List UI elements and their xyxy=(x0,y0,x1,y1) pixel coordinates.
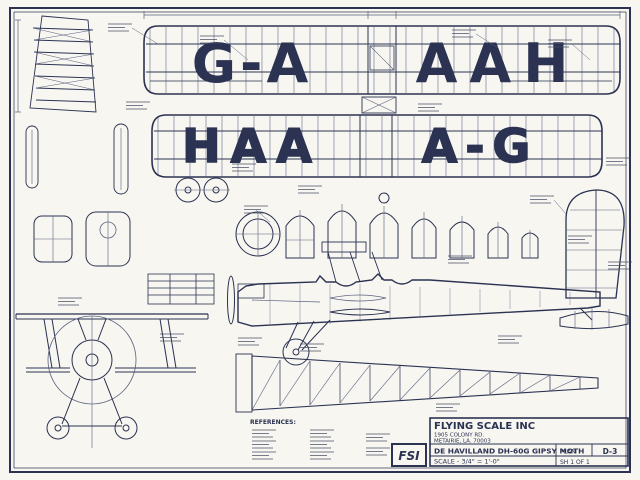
strut-details xyxy=(25,123,129,195)
registration-top-right: AAH xyxy=(416,32,581,95)
company-name: FLYING SCALE INC xyxy=(434,421,535,432)
cross-section-details xyxy=(33,211,131,267)
plan-label: PLAN xyxy=(560,449,576,456)
company-address-line2: METAIRIE, LA. 70003 xyxy=(434,439,491,445)
fuselage-side-view xyxy=(227,241,601,366)
dimension-lines xyxy=(15,11,621,113)
fsi-logo: FSI xyxy=(391,443,427,467)
fuselage-former-sections xyxy=(235,192,539,259)
spar-truss-detail xyxy=(29,15,97,113)
sheet-border xyxy=(9,7,631,473)
front-view xyxy=(15,313,209,448)
title-block: FLYING SCALE INC 1905 COLONY RD. METAIRI… xyxy=(429,417,629,467)
fsi-logo-text: FSI xyxy=(398,449,420,463)
plan-number: D-3 xyxy=(603,447,618,456)
references-block: REFERENCES: xyxy=(250,419,391,460)
tailplane-outline xyxy=(559,308,629,330)
bottom-wing-plan: HAA A-G xyxy=(151,114,603,178)
company-address-line1: 1905 COLONY RD. xyxy=(434,433,484,439)
wheel-detail xyxy=(174,177,230,203)
registration-bottom-right: A-G xyxy=(422,119,538,173)
drawing-scale: SCALE - 3/4" = 1'-0" xyxy=(434,458,500,466)
registration-bottom-left: HAA xyxy=(182,119,322,173)
drawing-subject: DE HAVILLAND DH-60G GIPSY MOTH xyxy=(434,447,584,456)
materials-table xyxy=(147,273,215,305)
top-wing-plan: G-A AAH xyxy=(143,25,621,95)
annotation-lines xyxy=(57,23,633,412)
sheet-number: SH 1 OF 1 xyxy=(560,459,590,466)
references-heading: REFERENCES: xyxy=(250,419,296,426)
fuselage-structure-view xyxy=(235,353,599,413)
center-section-detail xyxy=(361,96,397,114)
registration-top-left: G-A xyxy=(192,32,313,95)
fin-rudder-outline xyxy=(565,189,625,299)
